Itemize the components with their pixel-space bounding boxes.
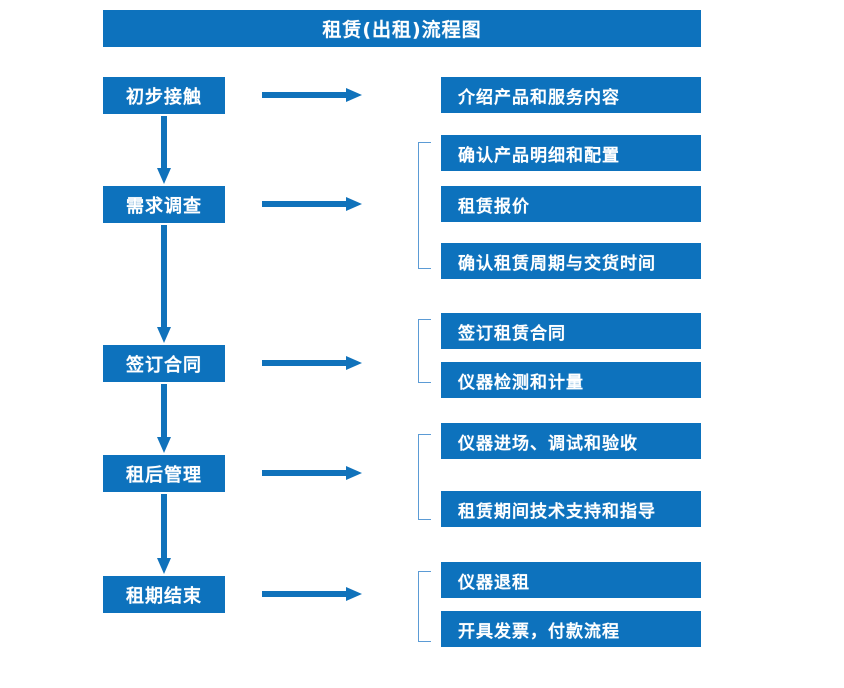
detail-box-2-3[interactable]: 确认租赁周期与交货时间 — [441, 243, 701, 279]
horizontal-arrow-5 — [262, 587, 362, 601]
horizontal-arrow-1 — [262, 88, 362, 102]
horizontal-arrow-3 — [262, 356, 362, 370]
detail-box-4-1[interactable]: 仪器进场、调试和验收 — [441, 423, 701, 459]
detail-box-4-2[interactable]: 租赁期间技术支持和指导 — [441, 491, 701, 527]
group-bracket-4 — [418, 434, 431, 520]
detail-box-5-2[interactable]: 开具发票，付款流程 — [441, 611, 701, 647]
detail-box-1-1[interactable]: 介绍产品和服务内容 — [441, 77, 701, 113]
vertical-arrow-1 — [157, 116, 171, 184]
group-bracket-2 — [418, 142, 431, 269]
group-bracket-5 — [418, 571, 431, 642]
detail-box-3-2[interactable]: 仪器检测和计量 — [441, 362, 701, 398]
horizontal-arrow-4 — [262, 466, 362, 480]
detail-box-2-2[interactable]: 租赁报价 — [441, 186, 701, 222]
group-bracket-3 — [418, 319, 431, 383]
stage-box-3[interactable]: 签订合同 — [103, 345, 225, 382]
detail-box-5-1[interactable]: 仪器退租 — [441, 562, 701, 598]
detail-box-2-1[interactable]: 确认产品明细和配置 — [441, 135, 701, 171]
stage-box-1[interactable]: 初步接触 — [103, 77, 225, 114]
vertical-arrow-3 — [157, 384, 171, 453]
vertical-arrow-4 — [157, 494, 171, 574]
stage-box-4[interactable]: 租后管理 — [103, 455, 225, 492]
horizontal-arrow-2 — [262, 197, 362, 211]
vertical-arrow-2 — [157, 225, 171, 343]
stage-box-5[interactable]: 租期结束 — [103, 576, 225, 613]
flowchart-title: 租赁(出租)流程图 — [103, 10, 701, 47]
detail-box-3-1[interactable]: 签订租赁合同 — [441, 313, 701, 349]
stage-box-2[interactable]: 需求调查 — [103, 186, 225, 223]
